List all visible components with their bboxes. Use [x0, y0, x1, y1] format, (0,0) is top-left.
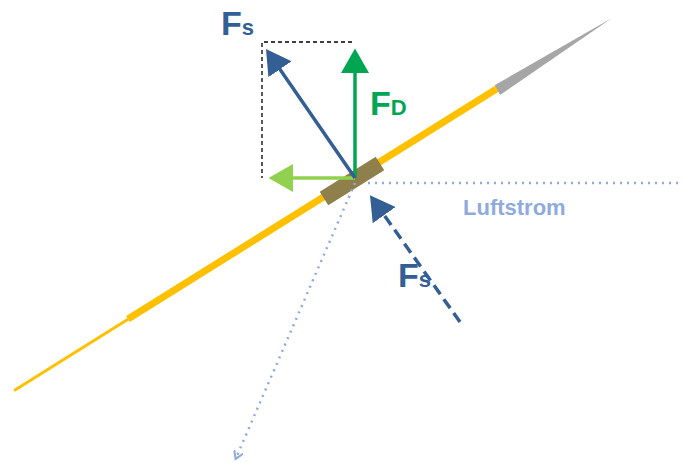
horizontal-component-arrow: [272, 176, 355, 180]
drag-force-arrow: [353, 52, 357, 178]
javelin-shaft: [128, 88, 498, 319]
javelin-tail: [15, 318, 130, 390]
javelin-tip: [495, 18, 612, 95]
force-label: Fs: [398, 258, 431, 292]
airflow-label: Luftstrom: [463, 197, 566, 219]
force-label: FD: [370, 86, 407, 120]
direction-line: [236, 183, 355, 458]
force-label: Fs: [221, 6, 254, 40]
javelin-grip: [320, 157, 384, 206]
incoming-force-arrow: [372, 198, 460, 322]
resultant-force-arrow: [268, 52, 355, 178]
airflow-line: [368, 182, 683, 185]
